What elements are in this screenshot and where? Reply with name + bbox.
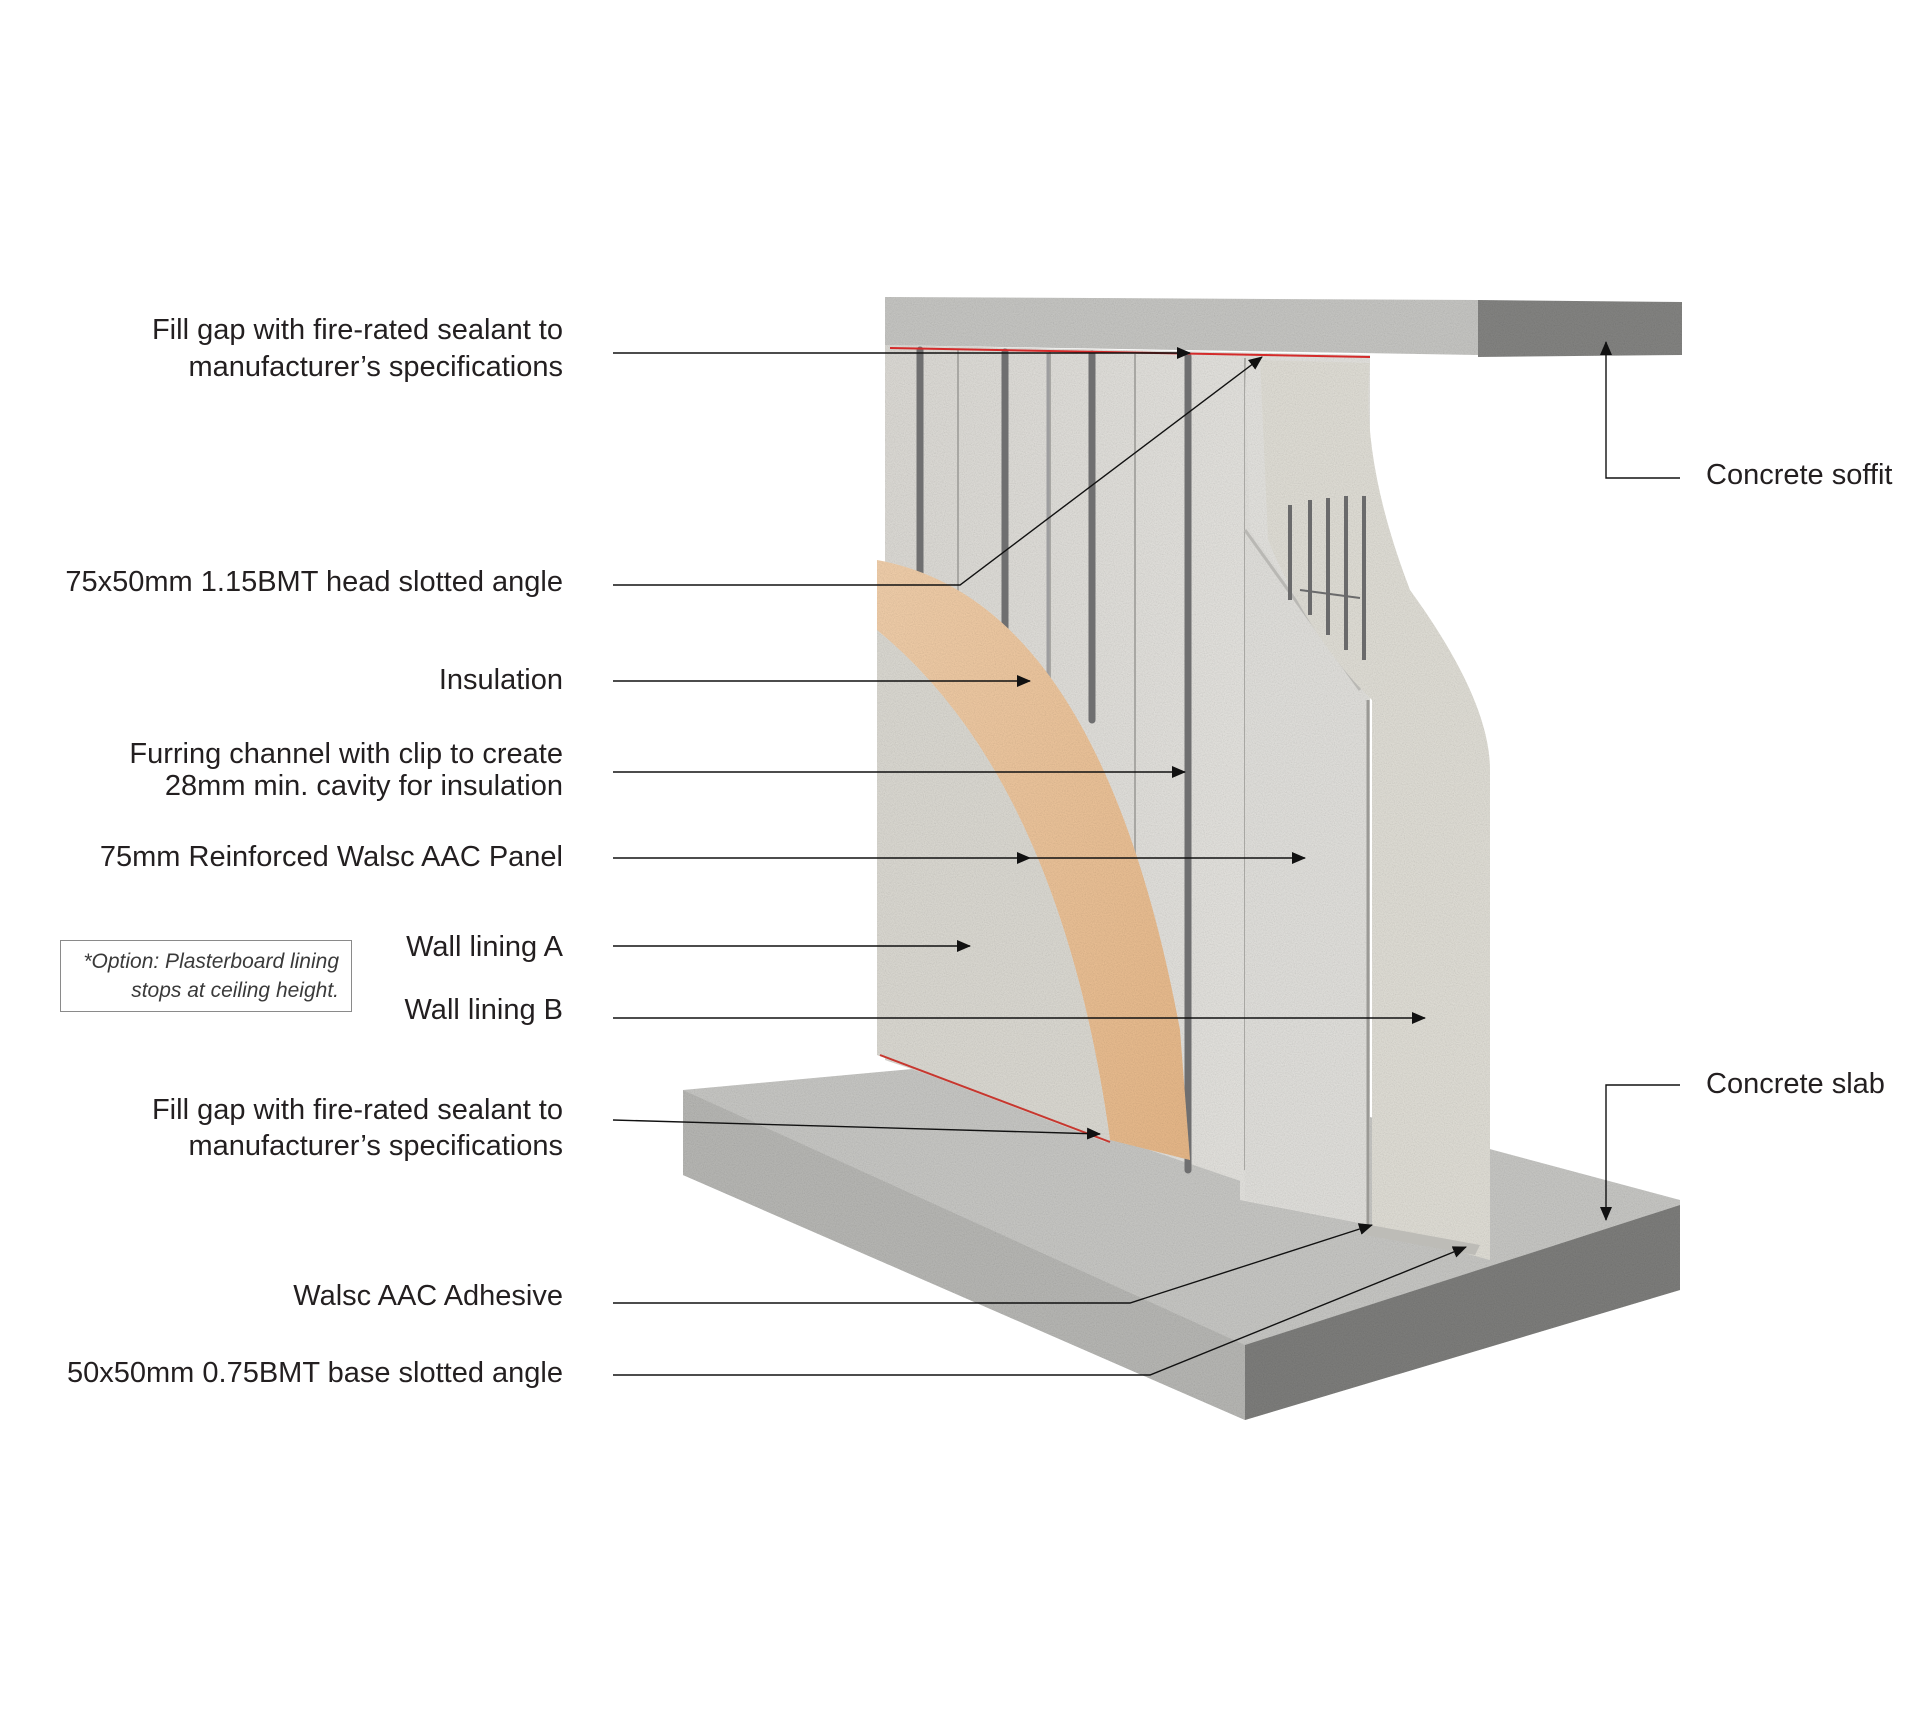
soffit-side-face — [1478, 300, 1682, 357]
leader-lines — [612, 341, 1680, 1376]
label-furring-2: 28mm min. cavity for insulation — [164, 770, 563, 802]
label-head-sealant-1: Fill gap with fire-rated sealant to — [151, 314, 563, 346]
leader-slab — [1600, 1084, 1680, 1221]
option-note-box: *Option: Plasterboard lining stops at ce… — [60, 940, 352, 1012]
label-head-sealant-2: manufacturer’s specifications — [188, 351, 564, 383]
label-soffit: Concrete soffit — [1706, 459, 1893, 491]
cluster-channels — [1288, 496, 1366, 660]
leader-base-angle — [613, 1246, 1467, 1376]
slab-side-edge — [1245, 1205, 1680, 1420]
label-base-sealant-1: Fill gap with fire-rated sealant to — [151, 1094, 563, 1126]
leader-base-sealant — [612, 1119, 1101, 1140]
label-insulation: Insulation — [438, 664, 563, 696]
label-base-angle: 50x50mm 0.75BMT base slotted angle — [67, 1357, 563, 1389]
slab-front-edge — [683, 1090, 1245, 1420]
label-furring-1: Furring channel with clip to create — [129, 738, 563, 770]
wall-lining-a — [877, 630, 1111, 1143]
label-adhesive: Walsc AAC Adhesive — [293, 1280, 563, 1312]
aac-panel-right — [1243, 358, 1370, 1225]
base-adhesive-strip — [1365, 1225, 1480, 1255]
label-base-sealant-2: manufacturer’s specifications — [188, 1130, 564, 1162]
label-slab: Concrete slab — [1706, 1068, 1885, 1100]
option-note-line2: stops at ceiling height. — [131, 979, 339, 1002]
label-panel: 75mm Reinforced Walsc AAC Panel — [99, 841, 563, 873]
label-head-angle: 75x50mm 1.15BMT head slotted angle — [65, 566, 563, 598]
label-lining-b: Wall lining B — [404, 994, 563, 1026]
option-note-line1: *Option: Plasterboard lining — [83, 950, 339, 973]
concrete-soffit — [885, 297, 1682, 358]
leader-adhesive — [613, 1223, 1373, 1304]
soffit-front-face — [885, 297, 1478, 355]
leader-head-angle — [613, 356, 1263, 586]
wall-lining-b — [1260, 360, 1490, 1260]
label-lining-a: Wall lining A — [406, 931, 563, 963]
insulation-layer — [877, 560, 1190, 1160]
leader-soffit — [1600, 341, 1680, 479]
